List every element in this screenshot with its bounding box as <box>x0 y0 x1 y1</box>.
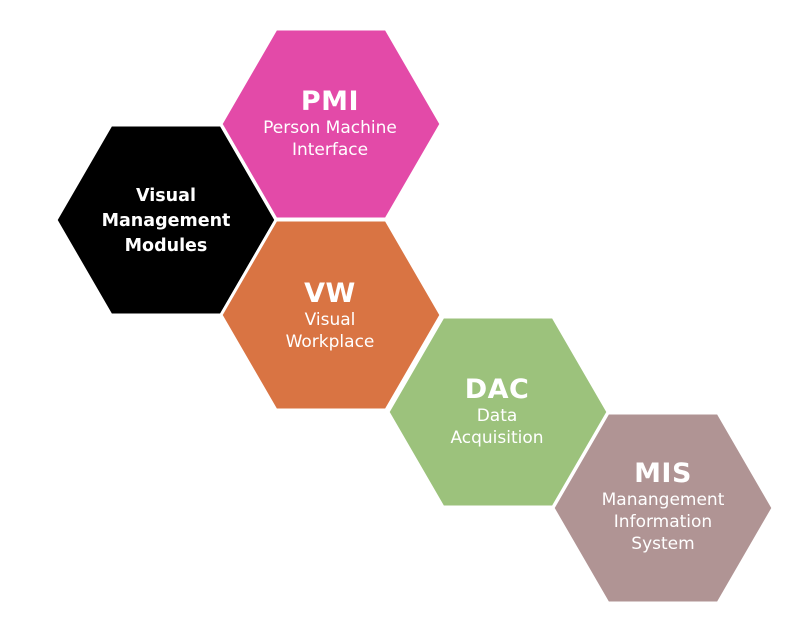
label-dac: DAC Data Acquisition <box>397 375 597 449</box>
label-line: Visual <box>136 186 196 206</box>
label-line: Data <box>476 406 518 426</box>
label-line: Modules <box>124 236 208 256</box>
label-line: Visual <box>304 310 356 330</box>
abbreviation: MIS <box>634 458 692 489</box>
label-line: Acquisition <box>450 428 544 448</box>
label-mis: MIS Manangement Information System <box>563 459 763 555</box>
label-line: Information <box>613 512 713 532</box>
label-line: Manangement <box>601 490 725 510</box>
label-line: Interface <box>291 140 369 160</box>
abbreviation: VW <box>304 278 356 309</box>
label-line: Person Machine <box>263 118 397 138</box>
label-line: System <box>631 534 695 554</box>
label-pmi: PMI Person Machine Interface <box>230 87 430 161</box>
label-line: Workplace <box>285 332 375 352</box>
label-line: Management <box>101 211 231 231</box>
hexagon-mis <box>551 411 775 605</box>
label-vw: VW Visual Workplace <box>230 279 430 353</box>
hexagon-vw <box>219 218 443 412</box>
abbreviation: PMI <box>300 86 360 117</box>
label-visual-management-modules: Visual Management Modules <box>66 184 266 259</box>
abbreviation: DAC <box>464 374 530 405</box>
